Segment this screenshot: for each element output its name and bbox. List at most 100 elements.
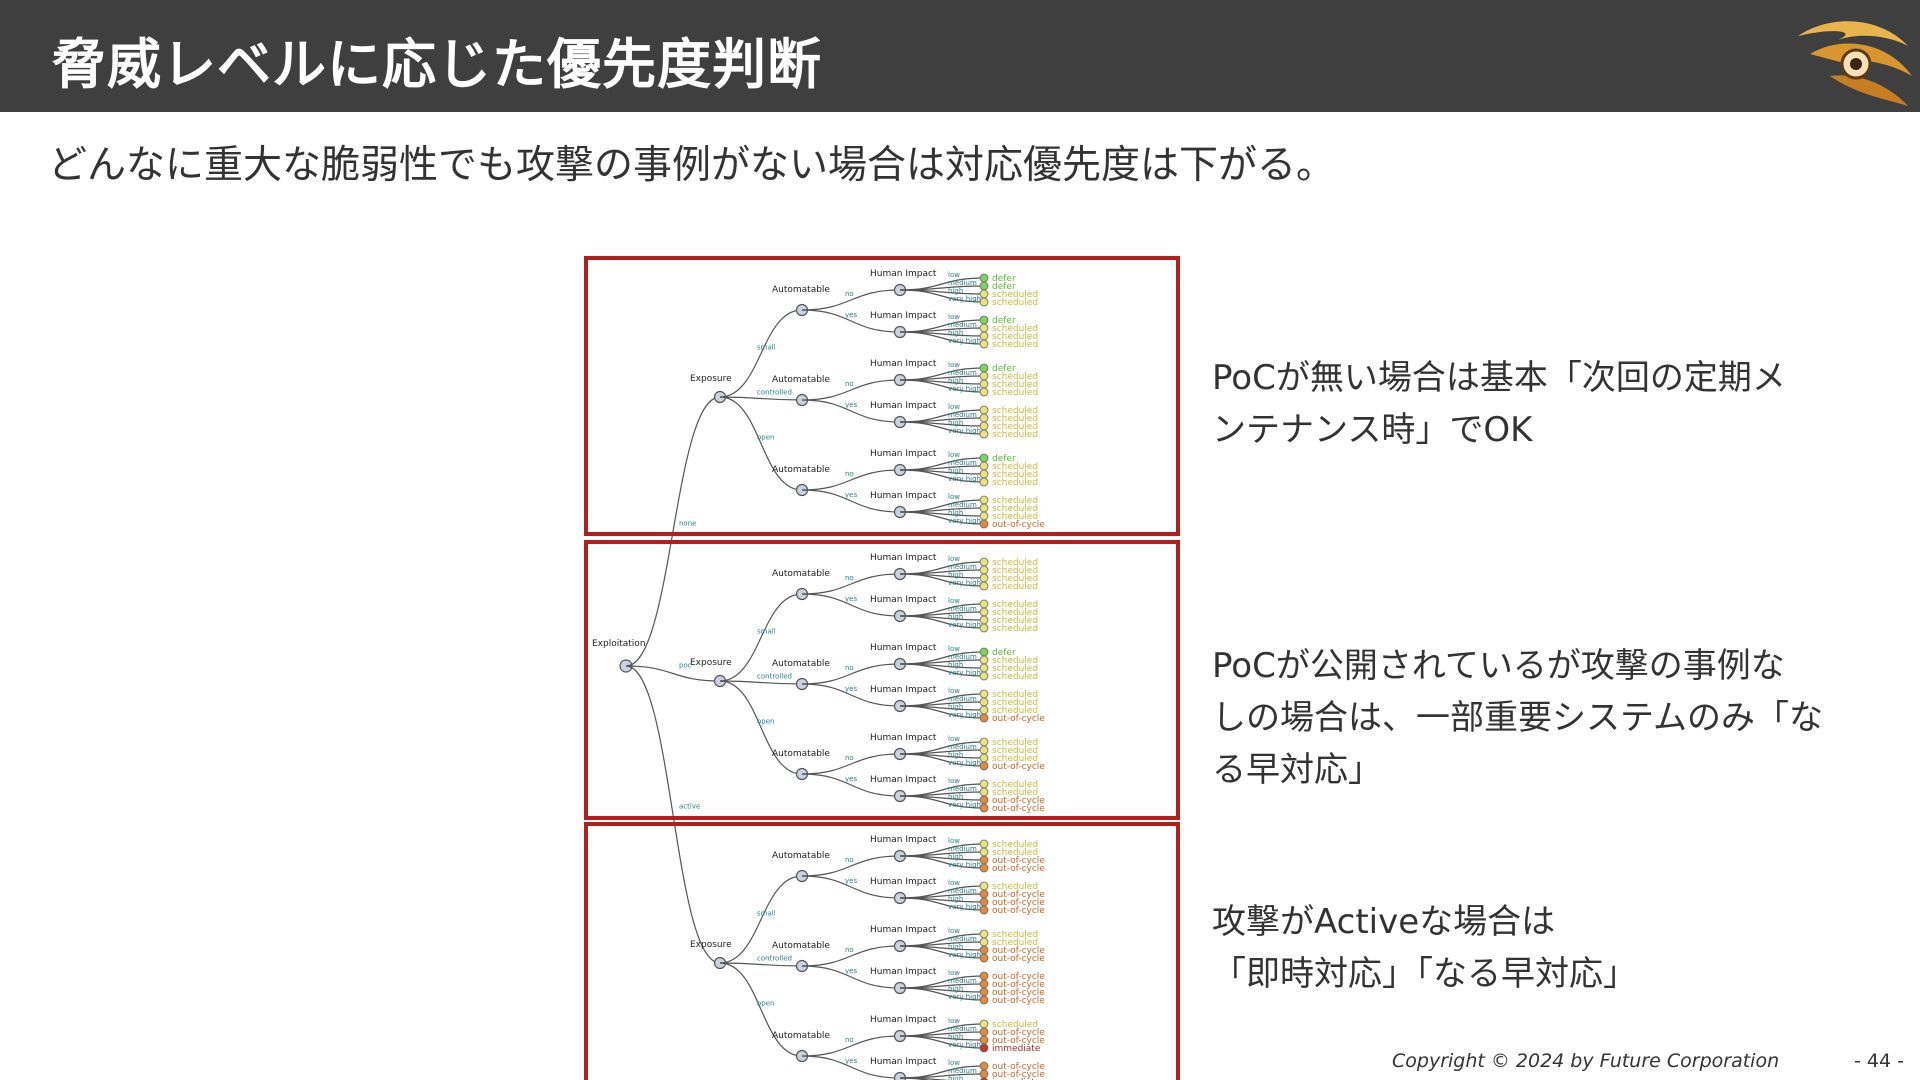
impact-edge-label: medium (948, 845, 977, 853)
impact-edge-label: medium (948, 935, 977, 943)
note-line: PoCが無い場合は基本「次回の定期メ (1212, 358, 1786, 398)
exploitation-edge-label: active (679, 803, 700, 811)
impact-edge (899, 615, 985, 629)
leaf-node (979, 795, 989, 805)
impact-edge (899, 663, 985, 677)
automatable-edge-label: yes (845, 685, 857, 693)
impact-edge-label: very high (948, 861, 981, 869)
leaf-label: defer (992, 316, 1016, 326)
impact-edge-label: very high (948, 517, 981, 525)
note-poc-public: PoCが公開されているが攻撃の事例な しの場合は、一部重要システムのみ「な る早… (1212, 640, 1823, 796)
impact-edge-label: low (948, 1059, 960, 1067)
leaf-node (979, 971, 989, 981)
automatable-edge-label: yes (845, 1057, 857, 1065)
automatable-edge (801, 469, 901, 491)
exploitation-edge (625, 396, 721, 667)
human-impact-label: Human Impact (870, 553, 937, 563)
leaf-node (979, 979, 989, 989)
leaf-label: scheduled (992, 1020, 1038, 1030)
note-line: 「即時対応」「なる早対応」 (1212, 954, 1637, 994)
automatable-edge (801, 945, 901, 967)
leaf-node (979, 863, 989, 873)
note-line: PoCが公開されているが攻撃の事例な (1212, 646, 1785, 686)
leaf-node (979, 469, 989, 479)
leaf-node (979, 297, 989, 307)
impact-edge (899, 379, 985, 393)
leaf-label: out-of-cycle (992, 890, 1045, 900)
leaf-node (979, 339, 989, 349)
impact-edge-label: medium (948, 501, 977, 509)
automatable-label: Automatable (772, 749, 830, 759)
leaf-label: scheduled (992, 512, 1038, 522)
automatable-label: Automatable (772, 285, 830, 295)
impact-edge (899, 795, 985, 809)
impact-edge-label: high (948, 571, 963, 579)
impact-edge-label: medium (948, 653, 977, 661)
leaf-node (979, 945, 989, 955)
leaf-node (979, 323, 989, 333)
leaf-node (979, 855, 989, 865)
leaf-node (979, 511, 989, 521)
leaf-node (979, 315, 989, 325)
leaf-node (979, 623, 989, 633)
impact-edge-label: high (948, 287, 963, 295)
automatable-edge (801, 379, 901, 401)
impact-edge-label: very high (948, 475, 981, 483)
leaf-label: scheduled (992, 746, 1038, 756)
automatable-edge (801, 875, 901, 899)
leaf-node (979, 803, 989, 813)
leaf-label: out-of-cycle (992, 954, 1045, 964)
impact-edge-label: low (948, 597, 960, 605)
leaf-node (979, 1061, 989, 1071)
impact-edge-label: medium (948, 743, 977, 751)
impact-edge-label: medium (948, 563, 977, 571)
automatable-edge (801, 593, 901, 617)
exposure-edge-label: small (757, 910, 776, 918)
human-impact-label: Human Impact (870, 877, 937, 887)
leaf-node (979, 995, 989, 1005)
exposure-edge (719, 593, 803, 682)
automatable-edge (801, 289, 901, 311)
automatable-edge (801, 753, 901, 775)
impact-edge (899, 511, 985, 525)
impact-edge-label: high (948, 853, 963, 861)
impact-edge-label: high (948, 377, 963, 385)
note-active: 攻撃がActiveな場合は 「即時対応」「なる早対応」 (1212, 896, 1637, 1000)
impact-edge-label: low (948, 735, 960, 743)
automatable-edge-label: yes (845, 877, 857, 885)
automatable-edge-label: no (845, 380, 854, 388)
exposure-label: Exposure (690, 374, 732, 384)
leaf-node (979, 745, 989, 755)
leaf-node (979, 599, 989, 609)
leaf-label: scheduled (992, 372, 1038, 382)
leaf-label: scheduled (992, 298, 1038, 308)
note-no-poc: PoCが無い場合は基本「次回の定期メ ンテナンス時」でOK (1212, 352, 1786, 456)
leaf-label: scheduled (992, 470, 1038, 480)
leaf-node (979, 647, 989, 657)
leaf-label: out-of-cycle (992, 1036, 1045, 1046)
impact-edge-label: low (948, 837, 960, 845)
note-line: 攻撃がActiveな場合は (1212, 902, 1556, 942)
impact-edge-label: low (948, 555, 960, 563)
leaf-node (979, 987, 989, 997)
automatable-edge-label: no (845, 754, 854, 762)
leaf-label: scheduled (992, 406, 1038, 416)
leaf-node (979, 429, 989, 439)
leaf-label: scheduled (992, 582, 1038, 592)
automatable-edge (801, 1055, 901, 1079)
leaf-node (979, 1069, 989, 1079)
leaf-node (979, 655, 989, 665)
impact-edge (899, 855, 985, 869)
impact-edge (899, 987, 985, 1001)
automatable-edge-label: yes (845, 311, 857, 319)
impact-edge-label: high (948, 509, 963, 517)
leaf-label: scheduled (992, 558, 1038, 568)
automatable-edge-label: no (845, 856, 854, 864)
impact-edge-label: medium (948, 785, 977, 793)
automatable-edge-label: no (845, 290, 854, 298)
leaf-label: scheduled (992, 656, 1038, 666)
automatable-edge (801, 573, 901, 595)
automatable-edge-label: yes (845, 491, 857, 499)
leaf-label: immediate (992, 1078, 1041, 1080)
note-line: しの場合は、一部重要システムのみ「な (1212, 698, 1823, 738)
